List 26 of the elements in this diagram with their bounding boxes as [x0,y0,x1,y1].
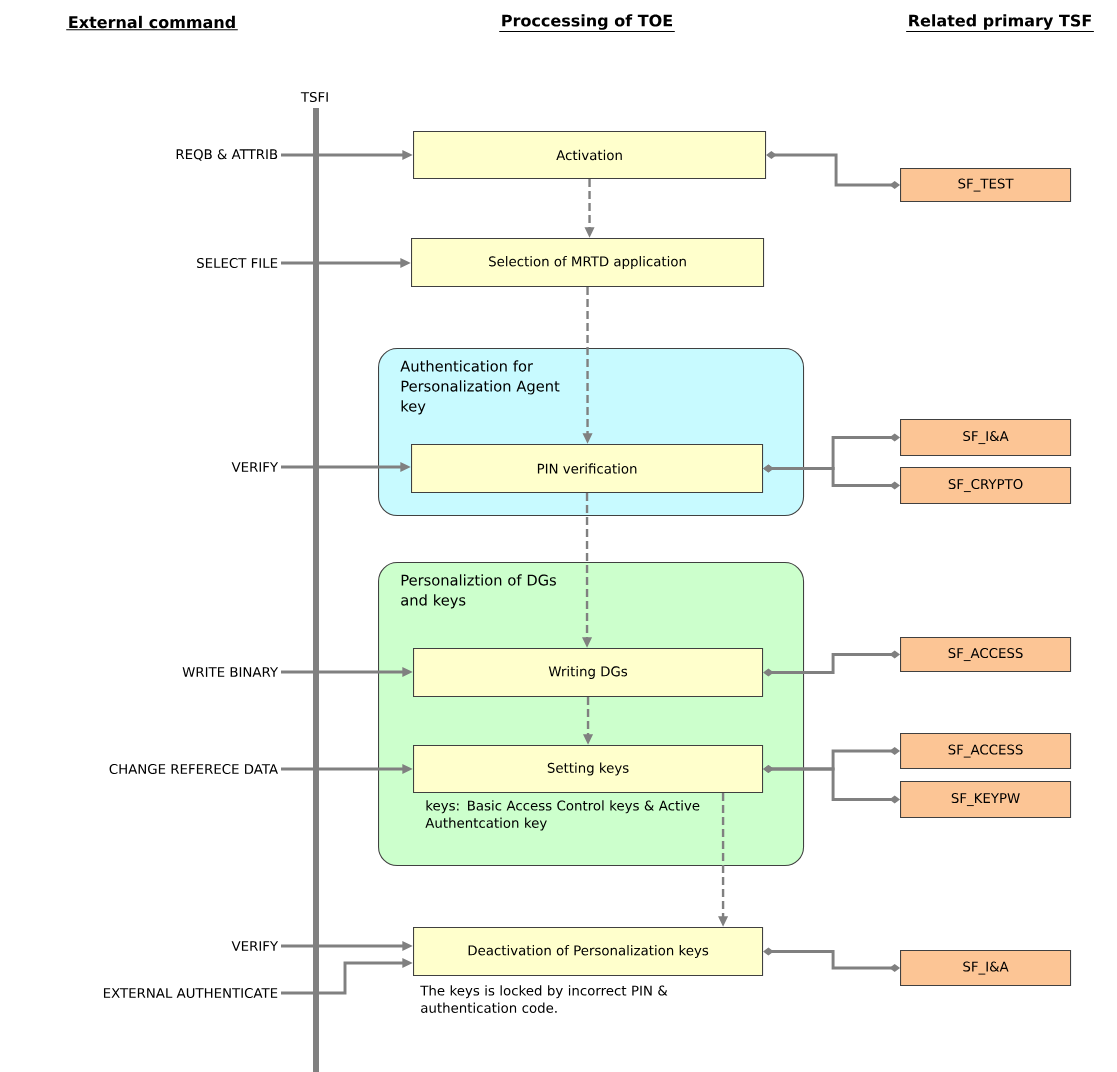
function-box: SF_KEYPW [900,781,1072,819]
function-box: SF_I&A [900,950,1072,987]
function-box: SF_TEST [900,168,1072,203]
function-box: SF_ACCESS [900,733,1072,770]
axis-label: TSFI [300,91,328,103]
note-text: keys: Basic Access Control keys & Active Authentcation key [425,800,700,831]
process-box: Deactivation of Personalization keys [413,927,764,977]
function-box: SF_ACCESS [900,637,1072,673]
column-heading: Related primary TSF [905,14,1095,32]
process-box: PIN verification [411,444,764,494]
command-label: WRITE BINARY [182,667,279,677]
process-box: Setting keys [413,745,764,794]
note-text: The keys is locked by incorrect PIN & authentication code. [420,985,668,1013]
command-label: EXTERNAL AUTHENTICATE [104,987,278,999]
command-label: SELECT FILE [197,257,278,269]
process-box: Activation [413,131,767,180]
command-label: VERIFY [231,462,279,472]
process-box: Writing DGs [413,648,764,698]
function-box: SF_CRYPTO [900,467,1072,505]
function-box: SF_I&A [900,419,1072,457]
command-label: VERIFY [231,941,279,951]
process-box: Selection of MRTD application [411,238,765,288]
command-label: CHANGE REFERECE DATA [109,763,278,775]
column-heading: External command [65,15,239,31]
column-heading: Proccessing of TOE [498,14,676,32]
command-label: REQB & ATTRIB [176,149,278,161]
